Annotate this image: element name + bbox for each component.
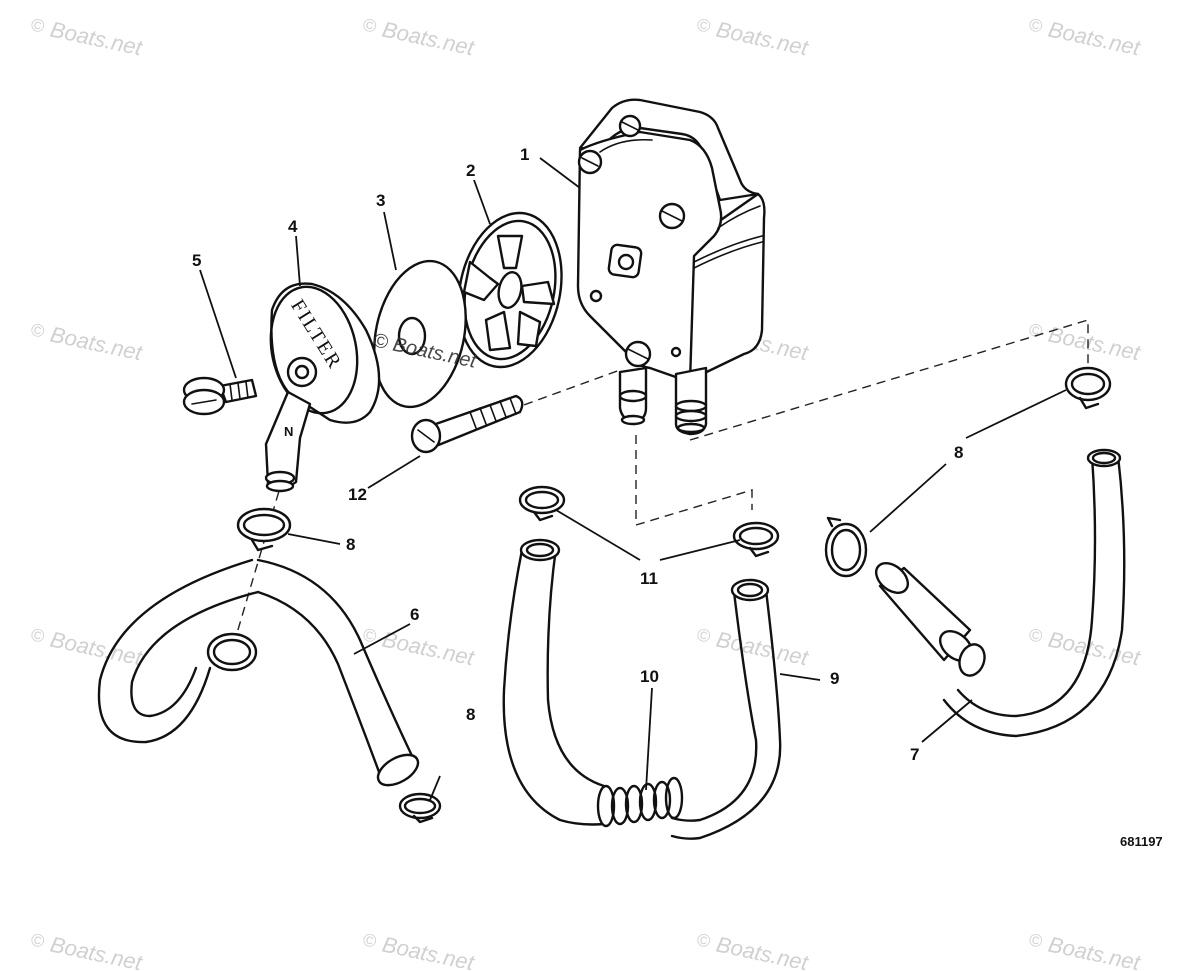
watermark-logo: ©Boats.net: [361, 14, 477, 61]
watermark-logo: ©Boats.net: [1027, 14, 1143, 61]
leader-lines: [199, 157, 1067, 801]
thumb-screw: [182, 376, 258, 416]
diaphragm-plate: [457, 211, 563, 369]
watermark-logo: ©Boats.net: [695, 624, 811, 671]
watermark-logo: ©Boats.net: [1027, 929, 1143, 971]
hose-clamp: [518, 485, 566, 522]
callout-12: 12: [348, 485, 367, 504]
fuel-hose-long: [97, 558, 420, 787]
drawing-part-number: 681197: [1120, 834, 1163, 849]
callout-10: 10: [640, 667, 659, 686]
svg-text:©: ©: [29, 319, 46, 341]
svg-text:Boats.net: Boats.net: [48, 322, 145, 366]
hose-clamp: [1064, 366, 1112, 410]
hose-clamps: [236, 366, 1112, 824]
watermark-logo: ©Boats.net: [361, 624, 477, 670]
callout-4: 4: [288, 217, 298, 236]
svg-text:©: ©: [361, 929, 378, 951]
gasket: [373, 259, 467, 409]
watermark-logo: ©Boats.net: [361, 929, 477, 971]
callout-11: 11: [640, 569, 658, 588]
callout-8-right: 8: [954, 443, 963, 462]
spring: [610, 780, 672, 826]
callout-7: 7: [910, 745, 919, 764]
spout-marking: N: [284, 424, 293, 439]
hose-clamp: [824, 516, 868, 578]
svg-text:Boats.net: Boats.net: [1046, 17, 1143, 61]
callout-8-bottom: 8: [466, 705, 475, 724]
svg-text:Boats.net: Boats.net: [48, 932, 145, 971]
callout-1: 1: [520, 145, 529, 164]
fuel-pump-body: [576, 98, 766, 436]
callout-2: 2: [466, 161, 475, 180]
watermark-logo: ©Boats.net: [29, 319, 145, 366]
svg-text:©: ©: [695, 14, 712, 36]
callout-6: 6: [410, 605, 419, 624]
svg-text:Boats.net: Boats.net: [380, 932, 477, 971]
svg-text:Boats.net: Boats.net: [1046, 322, 1143, 366]
svg-text:©: ©: [361, 14, 378, 36]
svg-text:©: ©: [1027, 319, 1044, 341]
svg-text:©: ©: [1027, 14, 1044, 36]
fuel-hose-u-shaped: [502, 538, 782, 840]
svg-text:©: ©: [29, 929, 46, 951]
svg-text:Boats.net: Boats.net: [48, 627, 145, 671]
svg-text:©: ©: [29, 14, 46, 36]
hose-clamp: [236, 507, 292, 552]
callout-5: 5: [192, 251, 201, 270]
callout-9: 9: [830, 669, 839, 688]
mounting-bolt: [410, 394, 524, 454]
hose-clamp: [732, 521, 780, 558]
svg-text:©: ©: [1027, 624, 1044, 646]
svg-text:©: ©: [1027, 929, 1044, 951]
callouts: 1 2 3 4 5 12 8 6 8 10 11 9 8 7: [192, 145, 963, 764]
svg-text:Boats.net: Boats.net: [380, 17, 477, 61]
svg-text:Boats.net: Boats.net: [48, 17, 145, 61]
svg-text:©: ©: [361, 624, 378, 646]
hose-clamp: [398, 792, 442, 824]
watermark-logo: ©Boats.net: [29, 929, 145, 971]
watermark-logo: ©Boats.net: [1027, 319, 1143, 366]
assembly-guide-lines: [231, 319, 1089, 651]
filter-cover: FILTER N: [264, 282, 381, 493]
watermark-logo: ©Boats.net: [695, 14, 811, 61]
svg-text:Boats.net: Boats.net: [714, 627, 811, 671]
svg-text:©: ©: [695, 929, 712, 951]
watermark-logo: ©Boats.net: [695, 929, 811, 971]
svg-text:©: ©: [29, 624, 46, 646]
callout-8-left: 8: [346, 535, 355, 554]
svg-text:Boats.net: Boats.net: [1046, 932, 1143, 971]
callout-3: 3: [376, 191, 385, 210]
svg-text:Boats.net: Boats.net: [714, 932, 811, 971]
watermark-logo: ©Boats.net: [29, 14, 145, 61]
svg-text:©: ©: [695, 624, 712, 646]
fuel-hose-short: [875, 448, 1126, 738]
svg-text:Boats.net: Boats.net: [1046, 627, 1143, 671]
svg-text:Boats.net: Boats.net: [714, 17, 811, 61]
